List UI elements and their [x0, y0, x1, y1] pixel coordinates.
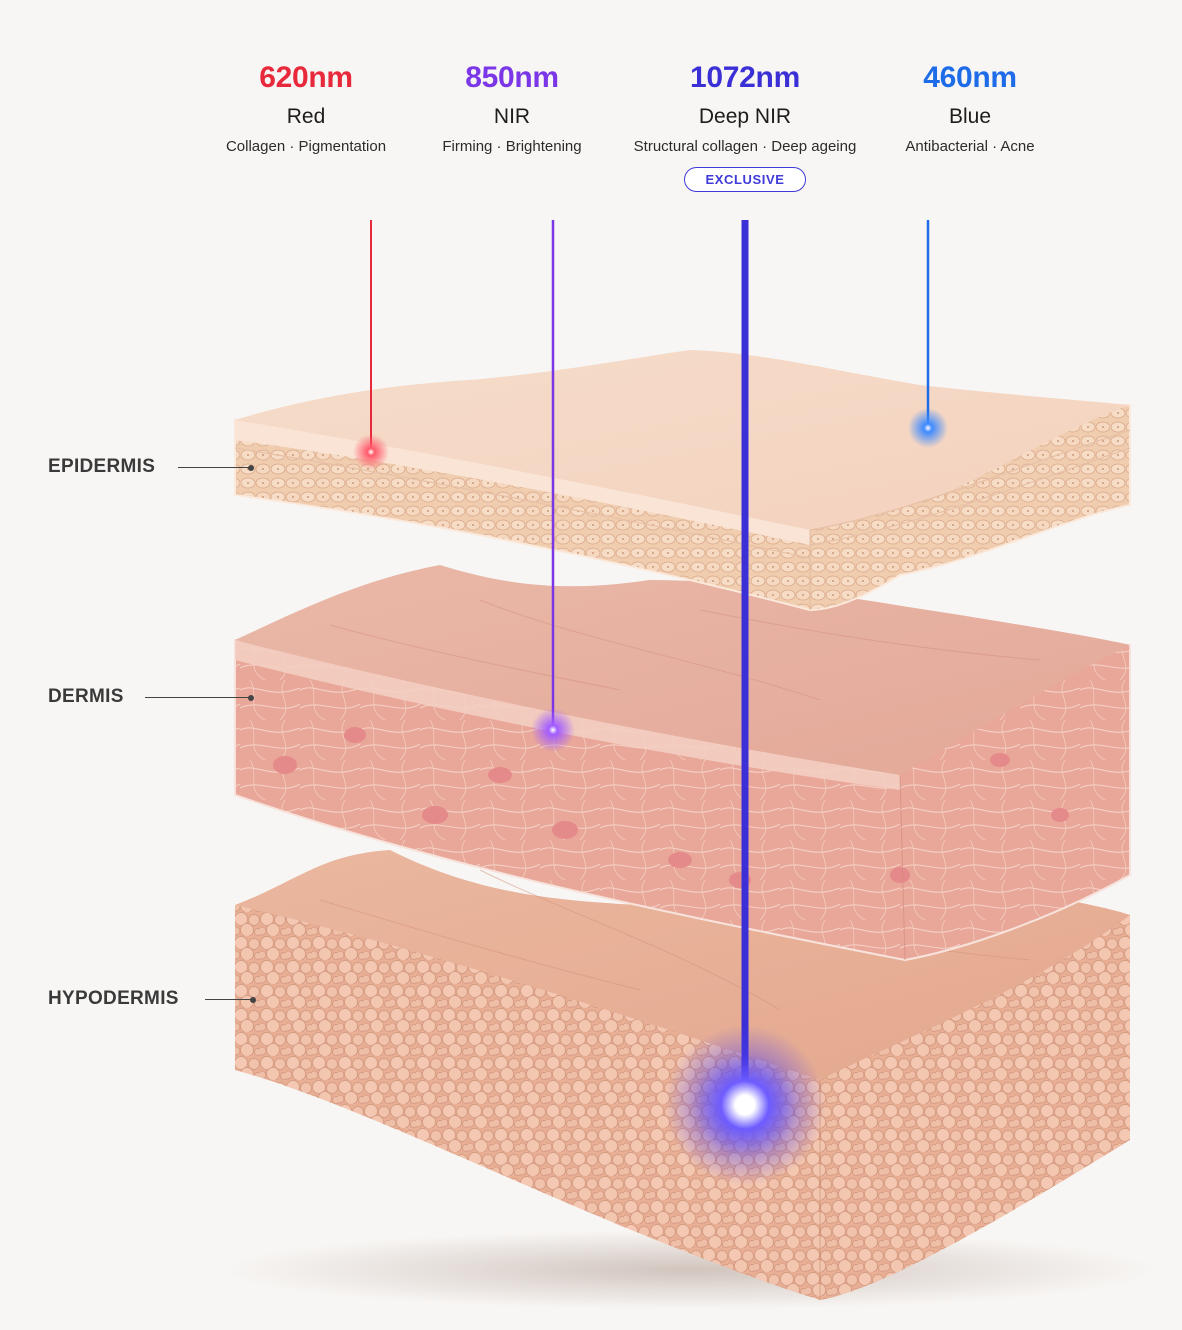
beam-blue: [908, 220, 948, 448]
layer-label-hypodermis: HYPODERMIS: [48, 988, 179, 1010]
leader-line-epidermis: [178, 467, 251, 468]
epidermis-block: [235, 350, 1130, 610]
leader-line-dermis: [145, 697, 251, 698]
leader-line-hypodermis: [205, 999, 253, 1000]
layer-label-dermis: DERMIS: [48, 686, 124, 708]
layer-label-epidermis: EPIDERMIS: [48, 456, 155, 478]
